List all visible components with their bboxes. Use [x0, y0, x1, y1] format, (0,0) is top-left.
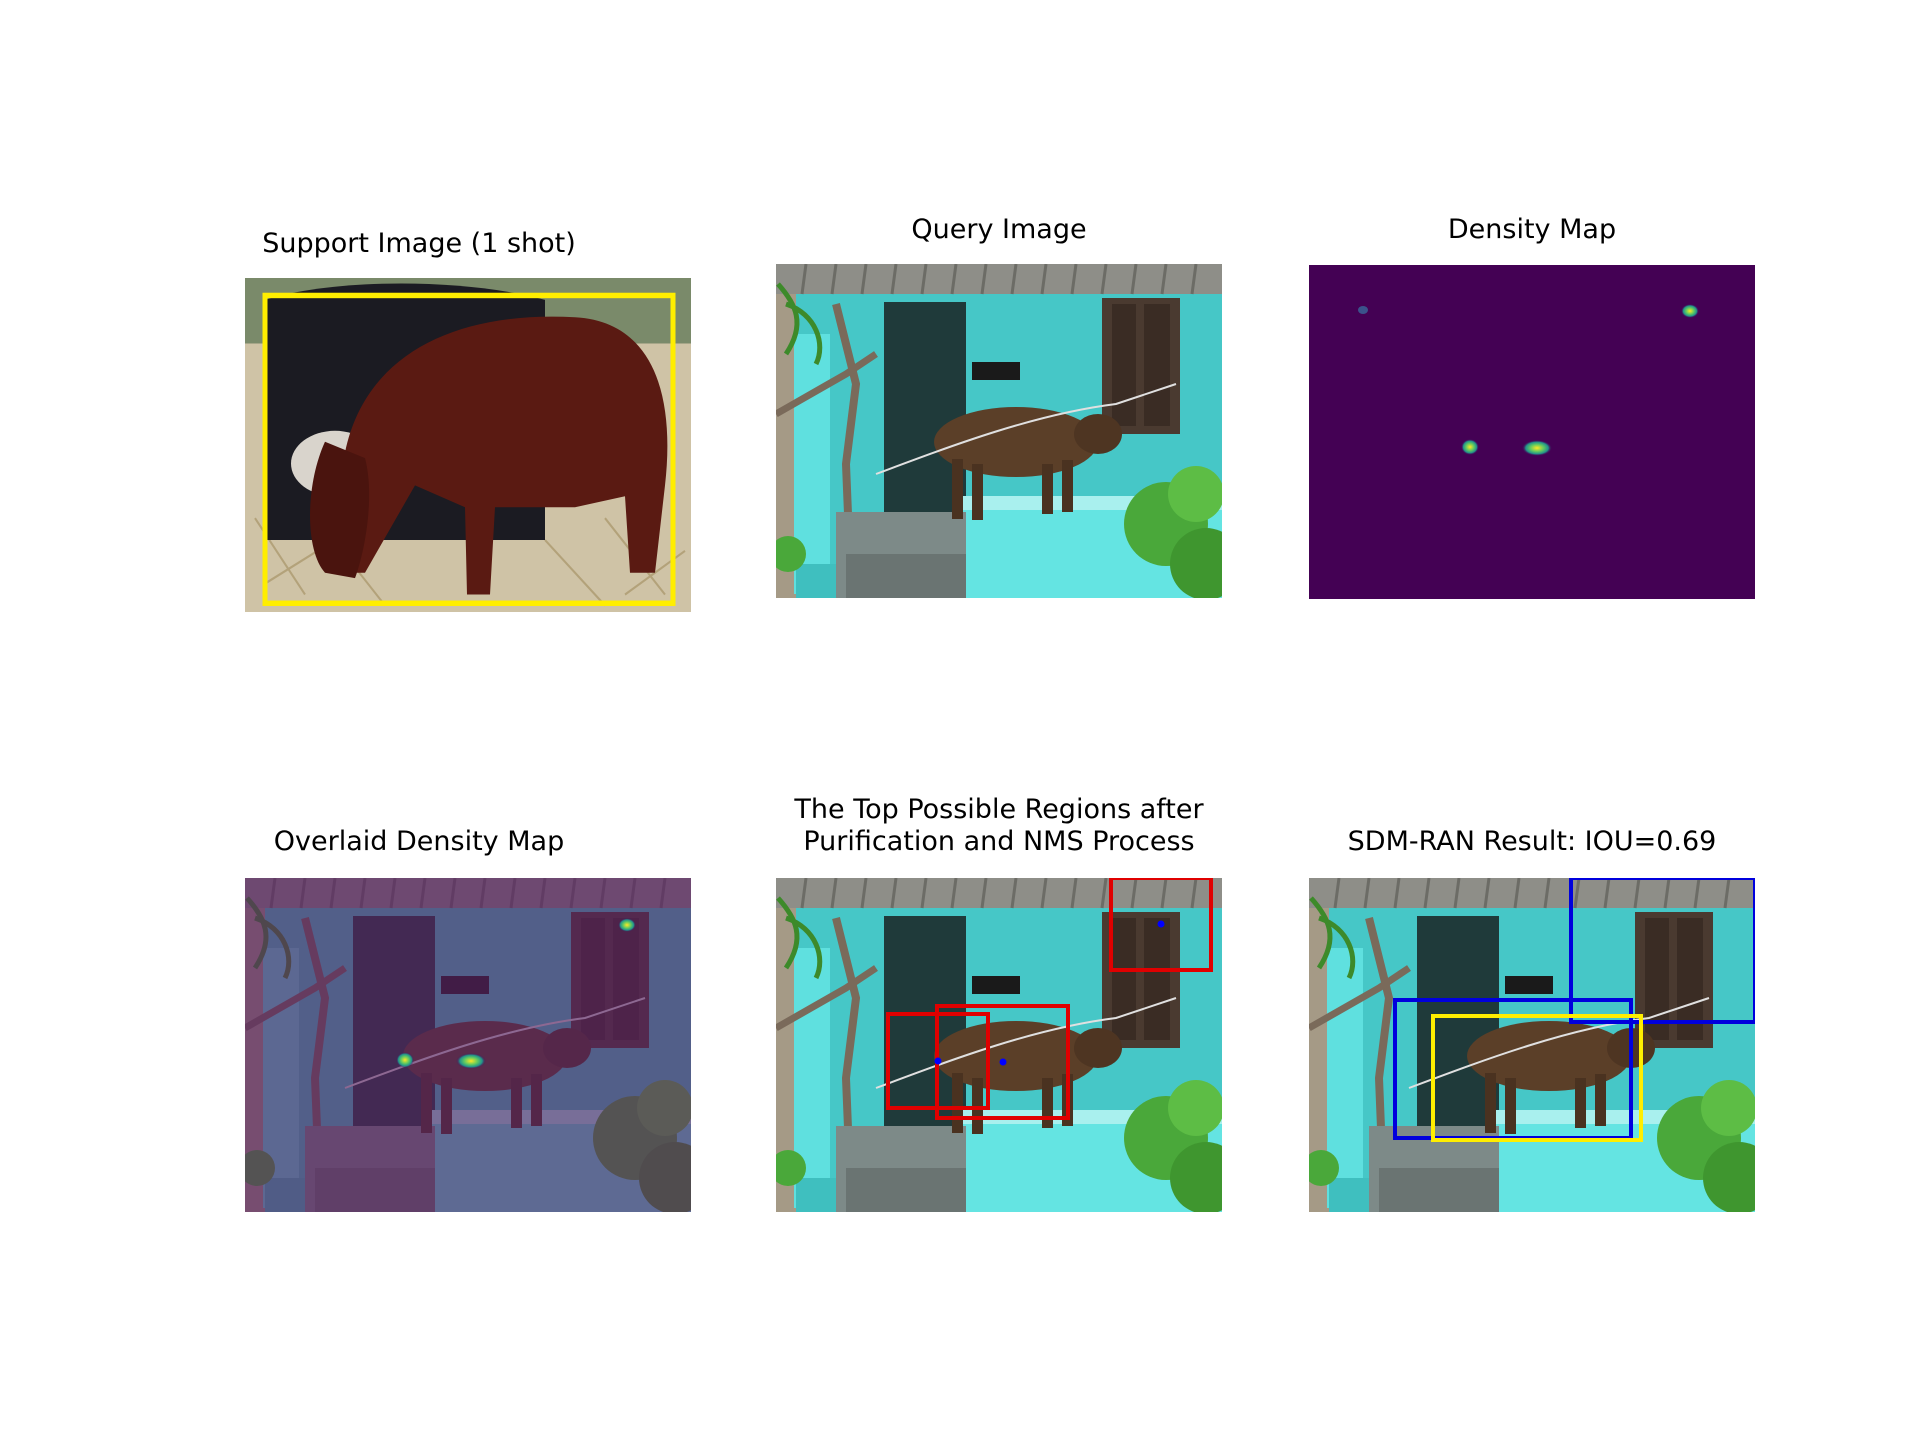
support-image-title: Support Image (1 shot): [262, 228, 576, 259]
density-map: [1309, 265, 1755, 599]
prediction-box: [1569, 878, 1755, 1024]
support-bounding-box: [262, 292, 676, 606]
overlaid-density-title: Overlaid Density Map: [273, 826, 565, 857]
density-map-title: Density Map: [1447, 214, 1617, 245]
support-image: [245, 278, 691, 612]
overlaid-density-map: [245, 878, 691, 1212]
regions-title-line2: Purification and NMS Process: [803, 826, 1195, 857]
regions-title-line1: The Top Possible Regions after: [794, 794, 1204, 825]
candidate-point: [934, 1057, 942, 1065]
query-image: [776, 264, 1222, 598]
candidate-point: [999, 1058, 1007, 1066]
result-image: [1309, 878, 1755, 1212]
candidate-box: [1109, 878, 1213, 972]
ground-truth-box: [1431, 1014, 1643, 1142]
candidate-point: [1157, 920, 1165, 928]
result-title: SDM-RAN Result: IOU=0.69: [1347, 826, 1717, 857]
candidate-regions-image: [776, 878, 1222, 1212]
query-image-title: Query Image: [911, 214, 1087, 245]
